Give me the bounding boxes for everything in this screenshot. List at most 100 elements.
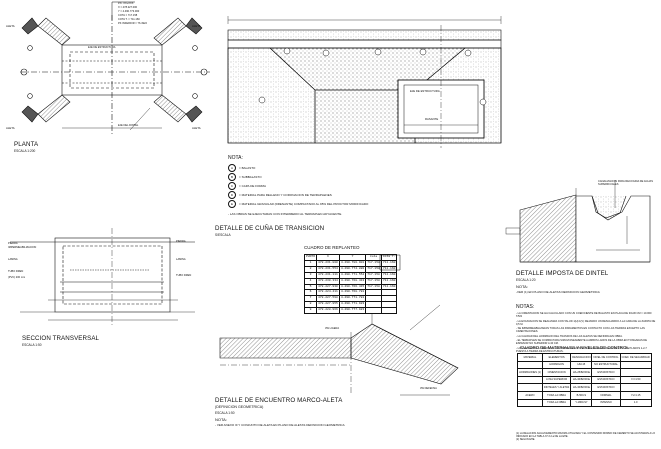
replanteo-cell: 478.228.966 [316, 307, 340, 315]
replanteo-cell: 478.230.334 [316, 277, 340, 285]
materiales-cell: B-500-S [570, 390, 593, 400]
materiales-cell: TODA LA OBRA [541, 398, 572, 408]
notas-list: - LA CIMENTACION SE HA CALCULADO CON UN … [516, 312, 656, 354]
materiales-cell: ACERO [517, 390, 543, 400]
materiales-cell: CIMENTACION [541, 368, 572, 377]
replanteo-cell: 711.160 [380, 277, 398, 285]
materiales-cell: HA-30/B/20/IIa [570, 375, 593, 385]
materiales-cell: ESTADISTICO [591, 383, 621, 392]
leyenda-item: A= BALASTO [228, 163, 498, 172]
svg-text:LAMINA: LAMINA [176, 257, 186, 261]
replanteo-cell: 9 [303, 307, 318, 315]
materiales-cell [619, 360, 652, 370]
materiales-cell: NORMAL [591, 390, 621, 400]
leyenda-text: = CAPA DE FORMA [239, 183, 267, 188]
materiales-cell: Ys=1.15 [619, 390, 652, 400]
replanteo-cell: 717.158 [365, 283, 382, 291]
replanteo-cell: 711.160 [380, 271, 398, 279]
replanteo-cell: 711.160 [380, 283, 398, 291]
seccion-scale: ESCALA 1:50 [22, 343, 42, 347]
imposta-dintel-drawing [505, 180, 651, 263]
materiales-cell [517, 383, 543, 392]
encuentro-scale: ESCALA 1:50 [215, 411, 235, 415]
materiales-cell: HA-25/B/20/IIa [570, 368, 593, 377]
replanteo-cell: 717.158 [365, 259, 382, 267]
materiales-cell: ESTADISTICO [591, 368, 621, 377]
replanteo-cell: 717.158 [365, 265, 382, 273]
leyenda-text: = MATERIAL PARA RELLENO Y CORONACION DE … [239, 192, 332, 197]
materiales-cell: HORMIGONES (1) [517, 368, 543, 377]
materiales-footnote: (2) SEGUN EHE. [516, 438, 536, 441]
nota-item: - LA EXCAVACION SE REALIZARA CON TALUD 1… [516, 319, 656, 326]
planta-scale: ESCALA 1:200 [14, 149, 36, 153]
nota-item: - LOS RELLENOS A TIERRA SE LAS OBRAS DE … [516, 346, 647, 353]
leyenda-item: C= CAPA DE FORMA [228, 181, 498, 190]
materiales-cell: HORMIGON [541, 360, 572, 370]
replanteo-cell: 4.490.774.880 [338, 265, 367, 273]
materiales-cell [517, 398, 543, 408]
leyenda-text: = MATERIAL GRANULAR (DRENANTE) COMPACTAD… [239, 201, 369, 206]
replanteo-header-cell: PUNTO [303, 254, 318, 261]
replanteo-cell: 478.227.930 [316, 283, 340, 291]
encuentro-note: - VER ANEXO III Y CONJUNTO DE ALETA EN P… [215, 423, 345, 427]
nota-item: - LA CALIDAD DEL HORMIGON DEL TRASDOS DE… [516, 334, 623, 338]
imposta-note-title: NOTA: [516, 284, 528, 289]
replanteo-cell [365, 307, 382, 315]
leyenda-symbol: E [228, 199, 236, 208]
aleta-label-4: ALETA [192, 126, 201, 130]
replanteo-cell: 711.160 [380, 265, 398, 273]
materiales-cell: Yc=1.50 [619, 375, 652, 385]
leyenda-symbol: A [228, 163, 236, 172]
leyenda-symbol: B [228, 172, 236, 181]
defensa-label: 3W DEFENSA [420, 387, 437, 390]
materiales-cell [619, 368, 652, 377]
materiales-cell [517, 360, 543, 370]
encuentro-subtitle: (DEFINICION GEOMETRICA) [215, 405, 264, 409]
replanteo-cell: 478.227.598 [316, 295, 340, 303]
replanteo-cell: 4.490.780.901 [338, 259, 367, 267]
leyenda-text: = BALASTO [239, 165, 256, 170]
leyenda-symbol: C [228, 181, 236, 190]
imposta-canal-label: CANALIZACION PARA RECOGIDA DE AGUAS SUPE… [598, 180, 654, 186]
dintel-axis-label: EJE DEL DINTEL [118, 124, 139, 127]
materiales-cell: NO ESTRUCTURAL [591, 360, 621, 370]
materiales-cell: 1.0 [619, 398, 652, 408]
seccion-labels: PIEDRA IMPERMEABILIZACION LAMINA TUBO DR… [8, 239, 191, 279]
replanteo-cell: 4.490.771.554 [338, 271, 367, 279]
planta-plan-view [20, 1, 210, 135]
imposta-title: DETALLE IMPOSTA DE DINTEL [516, 270, 609, 277]
aleta-label-2: ALETA [192, 24, 201, 28]
replanteo-header-cell: Cota T. [380, 254, 398, 261]
nota-item: - SE IMPERMEABILIZARAN TODAS LAS PARAMEN… [516, 327, 645, 334]
cuna-zone-markers [258, 47, 487, 106]
materiales-header-cell: COEF. DE SEGURIDAD [619, 353, 652, 362]
leyenda-item: B= SUBBALASTO [228, 172, 498, 181]
replanteo-cell: 4.490.771.923 [338, 301, 367, 309]
materiales-cell: HM-15 [570, 360, 593, 370]
replanteo-cell [380, 307, 398, 315]
materiales-cell: Y-1860-S7 [570, 398, 593, 408]
leyenda-item: E= MATERIAL GRANULAR (DRENANTE) COMPACTA… [228, 199, 498, 208]
svg-text:TUBO DREN: TUBO DREN [8, 269, 23, 273]
materiales-cell: INTENSO [591, 398, 621, 408]
materiales-cell [619, 383, 652, 392]
replanteo-cell: 4.490.771.781 [338, 295, 367, 303]
materiales-cell [517, 375, 543, 385]
materiales-header-cell: MATERIAL [517, 353, 543, 362]
cuna-title: DETALLE DE CUÑA DE TRANSICION [215, 225, 325, 232]
planta-title: PLANTA [14, 141, 39, 148]
eje-label: EJE DE ESTRUCTURA [88, 46, 116, 49]
notas-title: NOTAS: [516, 304, 535, 310]
replanteo-cell: 717.158 [365, 277, 382, 285]
eje-estructura-label: EJE DE ESTRUCTURA [410, 89, 440, 93]
svg-text:TUBO DREN: TUBO DREN [176, 273, 191, 277]
